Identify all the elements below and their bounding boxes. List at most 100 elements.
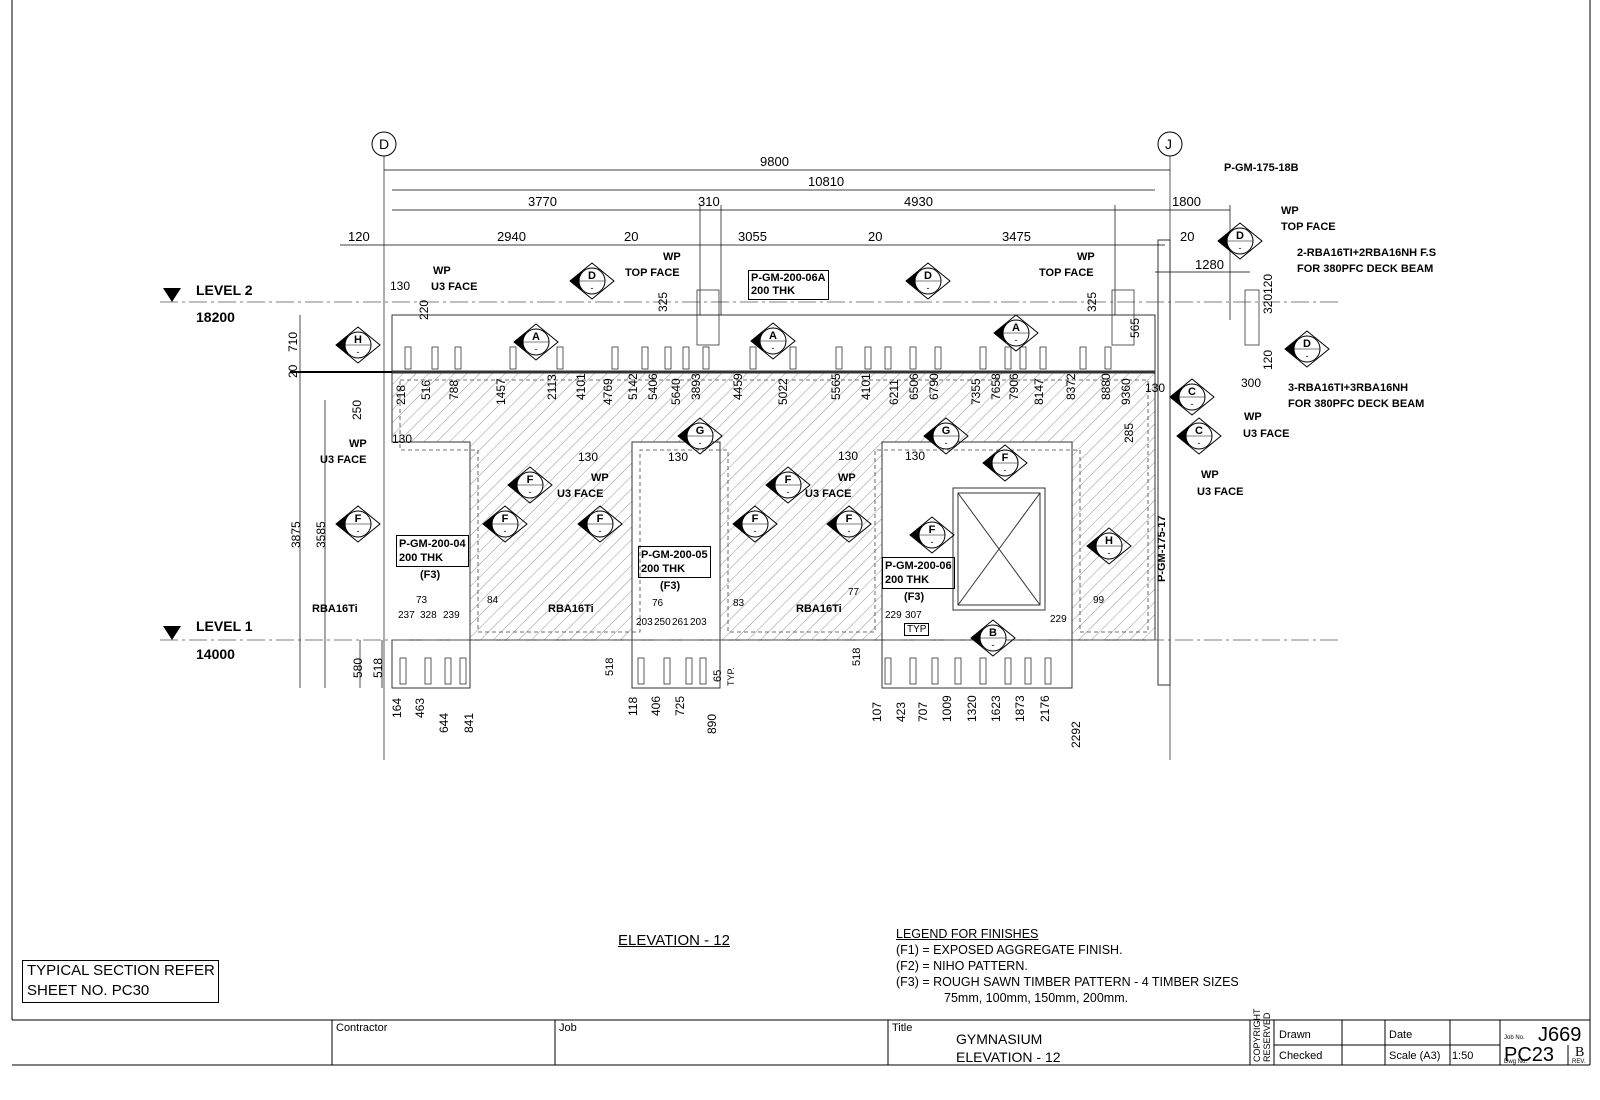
left-vert-dim-1: 710 bbox=[286, 332, 300, 352]
section-marker-g-11: G- bbox=[923, 417, 969, 455]
upper-dim-21: 8147 bbox=[1032, 378, 1046, 405]
small-dim-b-0: 76 bbox=[652, 598, 664, 609]
misc-dim-10: 320 bbox=[1261, 294, 1275, 314]
svg-text:-: - bbox=[772, 343, 775, 353]
wp-label-7: WP bbox=[838, 472, 856, 484]
revision-value: B bbox=[1575, 1045, 1585, 1060]
bottom-dim-b-1: 406 bbox=[649, 696, 663, 716]
svg-text:-: - bbox=[754, 526, 757, 536]
section-marker-letter: C bbox=[1188, 386, 1196, 398]
section-marker-f-16: F- bbox=[482, 505, 528, 543]
section-marker-letter: F bbox=[527, 474, 534, 486]
note-deck-beam-1b: FOR 380PFC DECK BEAM bbox=[1297, 263, 1434, 275]
legend-title: LEGEND FOR FINISHES bbox=[896, 927, 1039, 941]
scale-value: 1:50 bbox=[1452, 1050, 1474, 1062]
typ-label: TYP bbox=[904, 623, 930, 636]
note-deck-beam-2a: 3-RBA16TI+3RBA16NH bbox=[1288, 382, 1409, 394]
section-marker-d-2: D- bbox=[569, 262, 615, 300]
small-dim-a-2: 237 bbox=[398, 610, 415, 621]
checked-label: Checked bbox=[1279, 1050, 1323, 1062]
title-line1: GYMNASIUM bbox=[956, 1031, 1043, 1047]
misc-dim-1: 220 bbox=[417, 300, 431, 320]
small-dim-b-2: 203 bbox=[636, 617, 653, 628]
svg-text:-: - bbox=[787, 487, 790, 497]
panel-label-04: P-GM-200-04 200 THK bbox=[396, 535, 469, 567]
svg-text:-: - bbox=[1306, 351, 1309, 361]
u3-face-label-6: U3 FACE bbox=[1197, 486, 1244, 498]
panel-label-06a: P-GM-200-06A 200 THK bbox=[748, 270, 829, 300]
section-reference-line2: SHEET NO. PC30 bbox=[27, 982, 150, 999]
note-deck-beam-1a: 2-RBA16TI+2RBA16NH F.S bbox=[1297, 247, 1437, 259]
svg-text:-: - bbox=[1015, 335, 1018, 345]
wp-label-3: WP bbox=[1077, 251, 1095, 263]
section-marker-letter: F bbox=[846, 513, 853, 525]
section-marker-letter: F bbox=[1002, 452, 1009, 464]
upper-dim-9: 5640 bbox=[669, 378, 683, 405]
section-marker-letter: H bbox=[354, 334, 362, 346]
section-marker-g-10: G- bbox=[677, 417, 723, 455]
small-dim-a-1: 84 bbox=[487, 595, 499, 606]
misc-dim-6: 130 bbox=[905, 449, 925, 463]
legend-item-f3: (F3) = ROUGH SAWN TIMBER PATTERN - 4 TIM… bbox=[896, 975, 1239, 989]
bottom-dim-c-7: 2176 bbox=[1038, 695, 1052, 722]
misc-dim-8: 325 bbox=[1085, 292, 1099, 312]
upper-dim-10: 3893 bbox=[689, 373, 703, 400]
upper-dim-20: 7906 bbox=[1007, 373, 1021, 400]
bottom-dim-c-6: 1873 bbox=[1013, 695, 1027, 722]
misc-dim-3: 130 bbox=[578, 450, 598, 464]
upper-dim-12: 5022 bbox=[776, 378, 790, 405]
upper-dim-2: 788 bbox=[447, 380, 461, 400]
svg-text:-: - bbox=[931, 537, 934, 547]
upper-dim-5: 4101 bbox=[574, 373, 588, 400]
left-vert-dim-3: 3875 bbox=[289, 521, 303, 548]
wp-label-8: WP bbox=[1244, 411, 1262, 423]
upper-dim-24: 9360 bbox=[1119, 378, 1133, 405]
u3-face-label-5: U3 FACE bbox=[1243, 428, 1290, 440]
section-marker-letter: D bbox=[924, 270, 932, 282]
dim-row4-7: 1280 bbox=[1195, 257, 1224, 272]
rba-label-1: RBA16Ti bbox=[312, 603, 358, 615]
svg-text:-: - bbox=[504, 526, 507, 536]
misc-dim-0: 130 bbox=[390, 279, 410, 293]
upper-dim-15: 6211 bbox=[887, 379, 901, 405]
u3-face-label-1: U3 FACE bbox=[431, 281, 478, 293]
upper-dim-14: 4101 bbox=[859, 373, 873, 400]
dim-row3-0: 3770 bbox=[528, 194, 557, 209]
dim-row4-4: 20 bbox=[868, 229, 883, 244]
note-deck-beam-2b: FOR 380PFC DECK BEAM bbox=[1288, 398, 1425, 410]
upper-dim-13: 5565 bbox=[829, 373, 843, 400]
section-marker-letter: D bbox=[1303, 338, 1311, 350]
bottom-dim-a-2: 644 bbox=[437, 713, 451, 733]
title-label: Title bbox=[892, 1022, 913, 1034]
misc-dim-4: 130 bbox=[668, 450, 688, 464]
section-marker-f-12: F- bbox=[507, 466, 553, 504]
section-marker-h-21: H- bbox=[1086, 527, 1132, 565]
scale-label: Scale (A3) bbox=[1389, 1050, 1441, 1062]
section-marker-letter: H bbox=[1105, 535, 1113, 547]
dim-row4-1: 2940 bbox=[497, 229, 526, 244]
section-marker-d-4: D- bbox=[905, 262, 951, 300]
left-vert-dim-0: 20 bbox=[286, 364, 300, 378]
top-face-label-3: TOP FACE bbox=[1281, 221, 1336, 233]
small-dim-b-3: 250 bbox=[654, 617, 671, 628]
side-panel-top-label: P-GM-175-18B bbox=[1224, 162, 1299, 174]
grid-label-left: D bbox=[379, 136, 390, 152]
svg-text:-: - bbox=[591, 283, 594, 293]
small-dim-c-4: 99 bbox=[1093, 595, 1105, 606]
upper-dim-19: 7658 bbox=[989, 373, 1003, 400]
small-dim-c-0: 77 bbox=[848, 587, 860, 598]
small-dim-b-1: 83 bbox=[733, 598, 745, 609]
bottom-dim-c-8: 2292 bbox=[1069, 721, 1083, 748]
section-marker-letter: C bbox=[1195, 425, 1203, 437]
section-marker-letter: D bbox=[1236, 230, 1244, 242]
legend-item-f2: (F2) = NIHO PATTERN. bbox=[896, 959, 1028, 973]
finishes-legend: LEGEND FOR FINISHES (F1) = EXPOSED AGGRE… bbox=[896, 926, 1239, 1006]
top-face-label-1: TOP FACE bbox=[625, 267, 680, 279]
legend-item-f3-sizes: 75mm, 100mm, 150mm, 200mm. bbox=[944, 991, 1129, 1005]
wp-label-5: WP bbox=[349, 438, 367, 450]
section-marker-a-3: A- bbox=[750, 322, 796, 360]
section-marker-letter: G bbox=[696, 425, 705, 437]
elevation-title: ELEVATION - 12 bbox=[618, 932, 730, 949]
section-marker-letter: F bbox=[597, 513, 604, 525]
